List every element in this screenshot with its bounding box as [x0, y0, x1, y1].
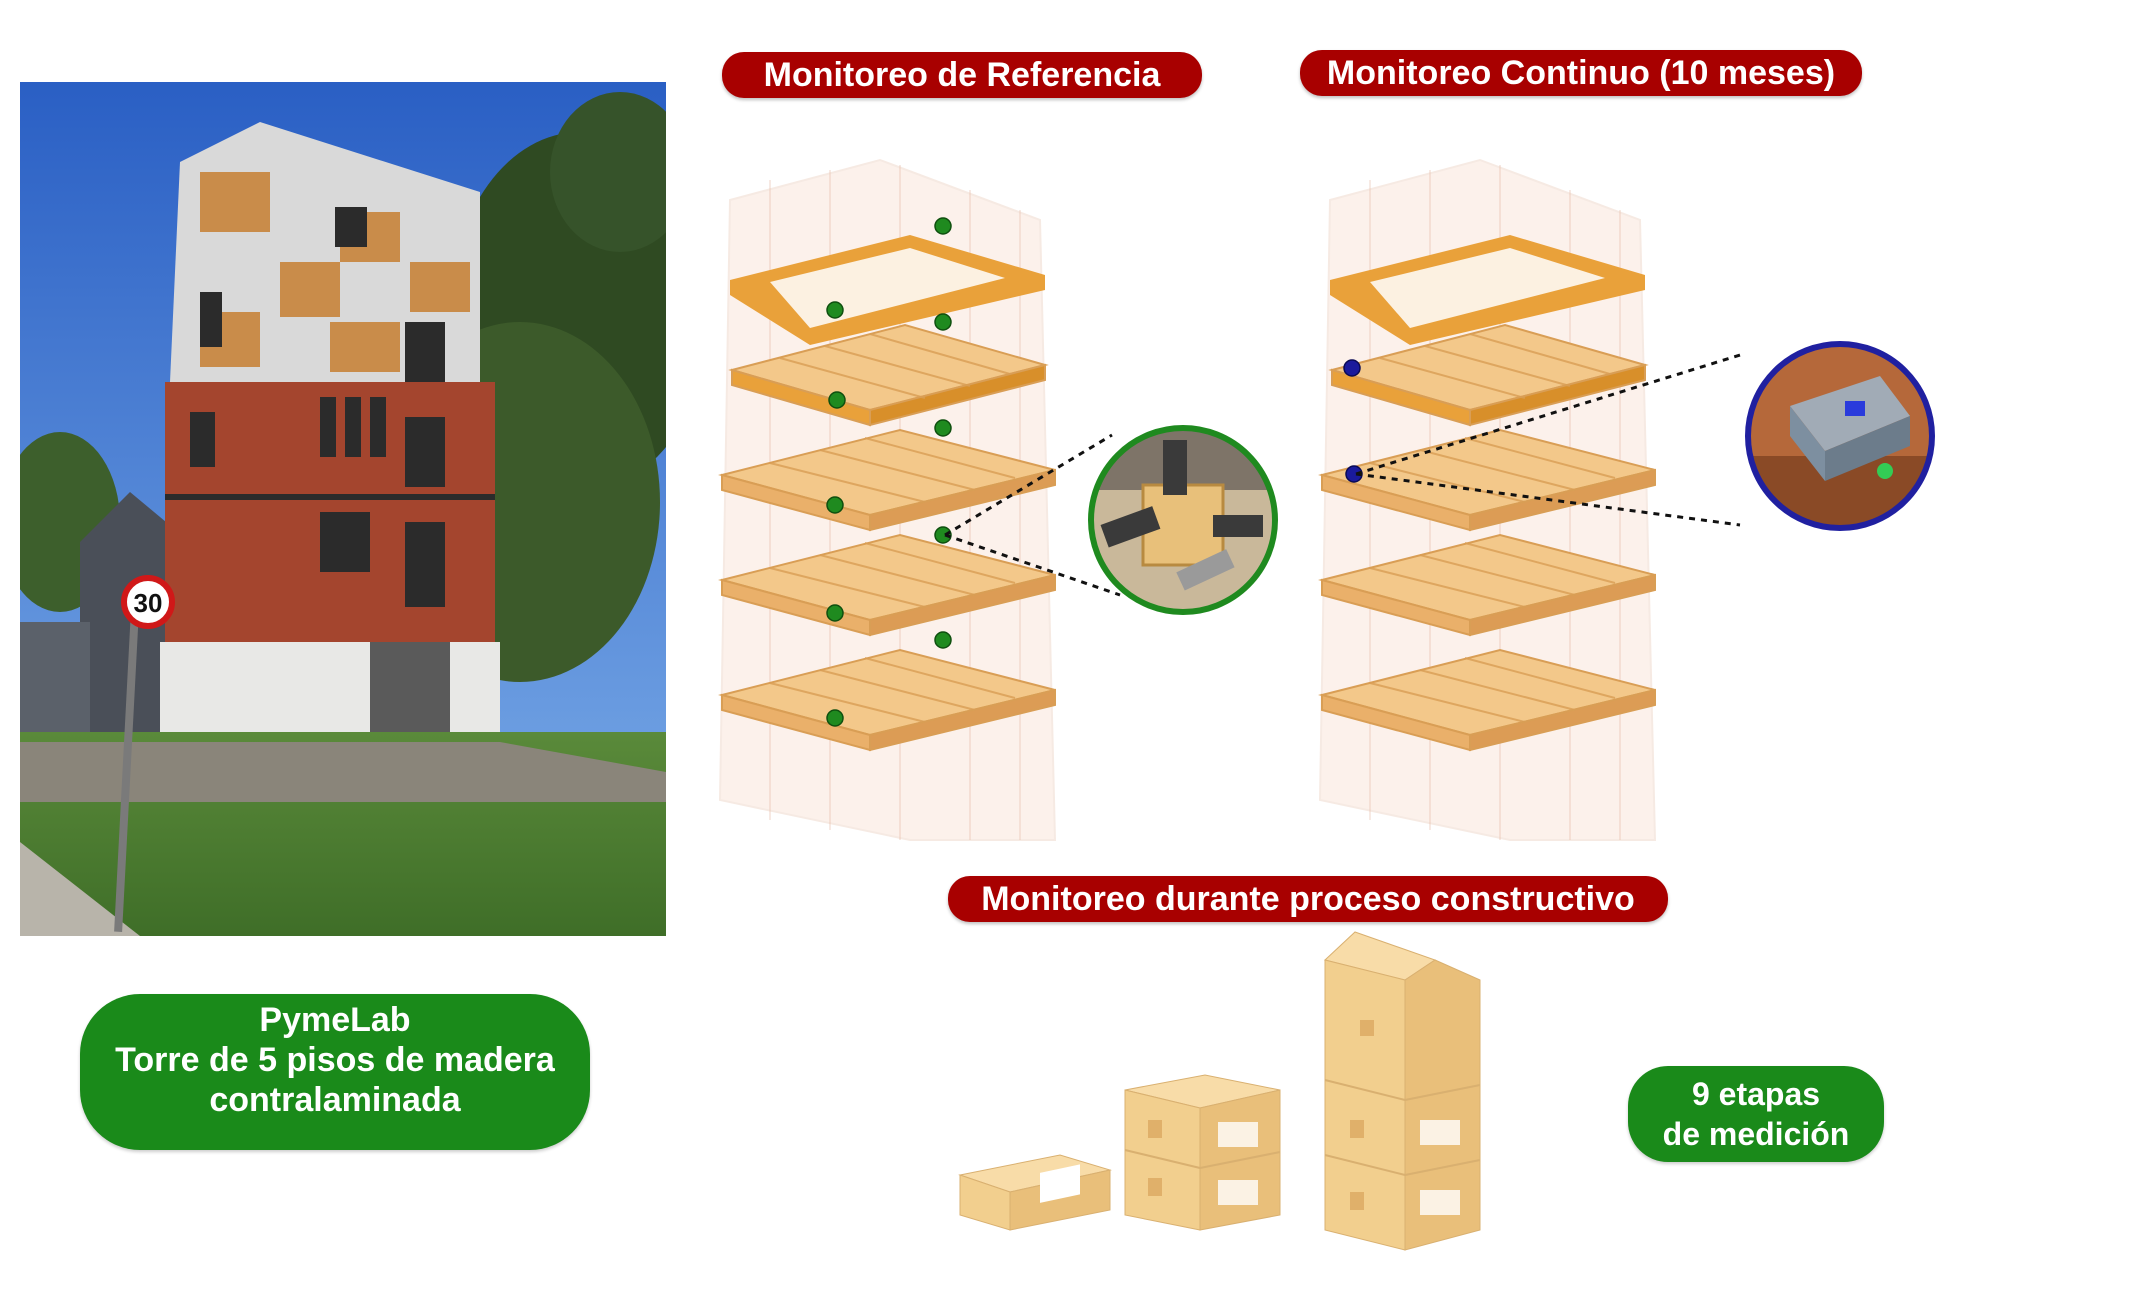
sensor-dot	[828, 391, 846, 409]
sensor-dot	[826, 709, 844, 727]
construction-stages	[958, 931, 1481, 1251]
reference-monitoring-label: Monitoreo de Referencia	[722, 52, 1202, 98]
stage-2-model	[1124, 1074, 1281, 1231]
sensor-dot	[934, 631, 952, 649]
sensor-dot	[934, 526, 952, 544]
building-name: PymeLab	[259, 1001, 411, 1039]
slab-level-2	[718, 648, 1056, 752]
stage-3-model	[1323, 931, 1481, 1251]
speed-sign	[121, 575, 175, 629]
slab-level-5	[728, 323, 1049, 427]
datalogger-inset	[1745, 341, 1935, 531]
building-description-line2: contralaminada	[209, 1081, 461, 1119]
sensor-dot	[934, 217, 952, 235]
speed-sign-text: 30	[134, 588, 163, 618]
building-photo: 30	[20, 82, 666, 936]
accelerometer-icon	[1163, 440, 1187, 495]
slab-level-3	[1318, 533, 1656, 637]
roof-ring-beam	[1330, 235, 1645, 345]
building-info-badge: PymeLab Torre de 5 pisos de madera contr…	[80, 994, 590, 1150]
stage-1-model	[958, 1154, 1112, 1231]
sensor-dot	[826, 301, 844, 319]
sensor-dot	[934, 419, 952, 437]
sensor-dot	[1343, 359, 1361, 377]
building-description-line1: Torre de 5 pisos de madera	[115, 1041, 555, 1079]
construction-monitoring-label: Monitoreo durante proceso constructivo	[948, 876, 1668, 922]
sensor-dot	[826, 604, 844, 622]
continuous-exploded-model	[1318, 158, 1741, 841]
slab-level-4	[718, 428, 1056, 532]
accelerometer-inset	[1088, 425, 1278, 615]
stages-line1: 9 etapas	[1691, 1076, 1821, 1112]
sensor-dot	[934, 313, 952, 331]
continuous-monitoring-label: Monitoreo Continuo (10 meses)	[1300, 50, 1862, 96]
stages-badge: 9 etapas de medición	[1628, 1066, 1884, 1162]
reference-exploded-model	[718, 158, 1121, 841]
sensor-dot	[826, 496, 844, 514]
slab-level-5	[1328, 323, 1649, 427]
slab-level-2	[1318, 648, 1656, 752]
stages-line2: de medición	[1662, 1116, 1850, 1152]
